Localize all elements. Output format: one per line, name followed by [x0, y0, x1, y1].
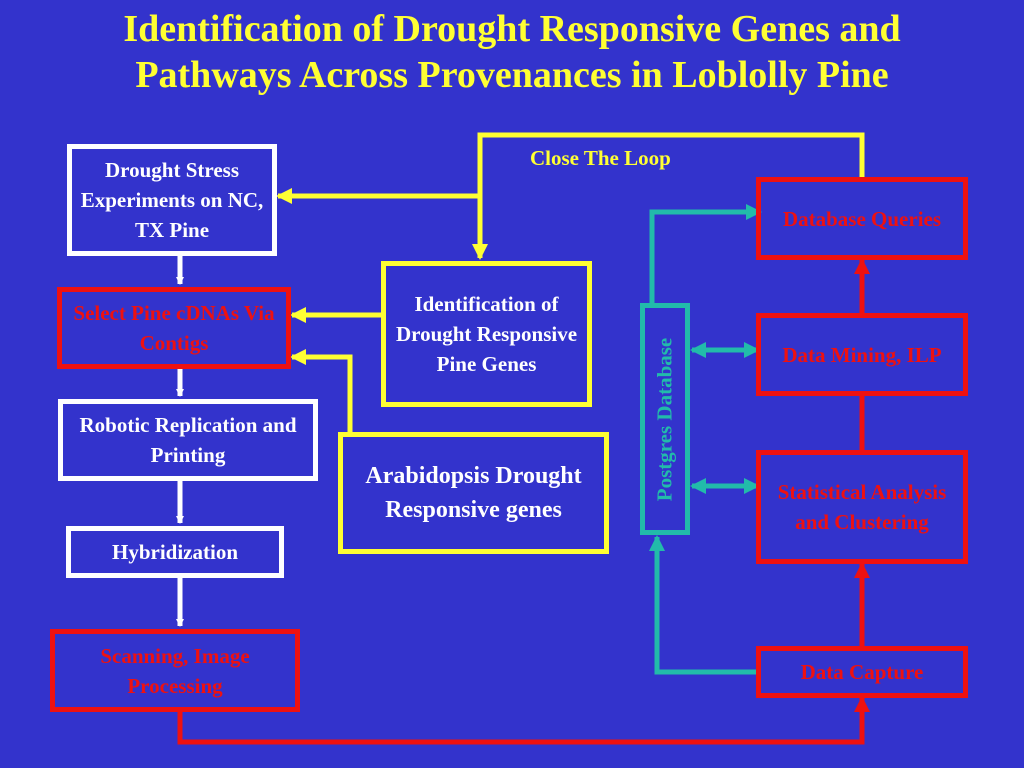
arrow-database-to-queries	[649, 204, 762, 303]
box-statistical-label: Statistical Analysis and Clustering	[777, 480, 947, 534]
box-statistical: Statistical Analysis and Clustering	[756, 450, 968, 564]
box-data-capture-label: Data Capture	[800, 660, 924, 684]
box-scanning-label: Scanning, Image Processing	[100, 643, 250, 698]
box-data-mining-label: Data Mining, ILP	[782, 342, 942, 367]
box-robotic-label: Robotic Replication and Printing	[79, 413, 297, 467]
arrow-scanning-to-data-capture	[177, 696, 870, 745]
postgres-database: Postgres Database	[640, 303, 690, 535]
box-robotic: Robotic Replication and Printing	[58, 399, 318, 481]
close-loop-label: Close The Loop	[530, 146, 671, 170]
box-scanning: Scanning, Image Processing	[50, 629, 300, 712]
arrow-data-capture-to-database	[649, 535, 758, 675]
box-drought-stress-label: Drought Stress Experiments on NC, TX Pin…	[80, 158, 264, 242]
box-arabidopsis-label: Arabidopsis Drought Responsive genes	[365, 463, 582, 523]
box-select-cdnas-label: Select Pine cDNAs Via Contigs	[73, 301, 275, 355]
arrow-arabidopsis-to-select	[290, 349, 353, 434]
box-identification-label: Identification of Drought Responsive Pin…	[395, 292, 578, 376]
box-drought-stress: Drought Stress Experiments on NC, TX Pin…	[67, 144, 277, 256]
box-arabidopsis: Arabidopsis Drought Responsive genes	[338, 432, 609, 554]
box-identification: Identification of Drought Responsive Pin…	[381, 261, 592, 407]
box-hybridization: Hybridization	[66, 526, 284, 578]
title-line-2: Pathways Across Provenances in Loblolly …	[135, 54, 889, 96]
box-select-cdnas: Select Pine cDNAs Via Contigs	[57, 287, 291, 369]
box-database-queries-label: Database Queries	[782, 206, 942, 231]
box-database-queries: Database Queries	[756, 177, 968, 260]
box-data-mining: Data Mining, ILP	[756, 313, 968, 396]
box-data-capture: Data Capture	[756, 646, 968, 698]
slide-title: Identification of Drought Responsive Gen…	[0, 6, 1024, 98]
box-hybridization-label: Hybridization	[111, 540, 238, 564]
postgres-database-label: Postgres Database	[652, 337, 677, 501]
title-line-1: Identification of Drought Responsive Gen…	[123, 8, 901, 50]
